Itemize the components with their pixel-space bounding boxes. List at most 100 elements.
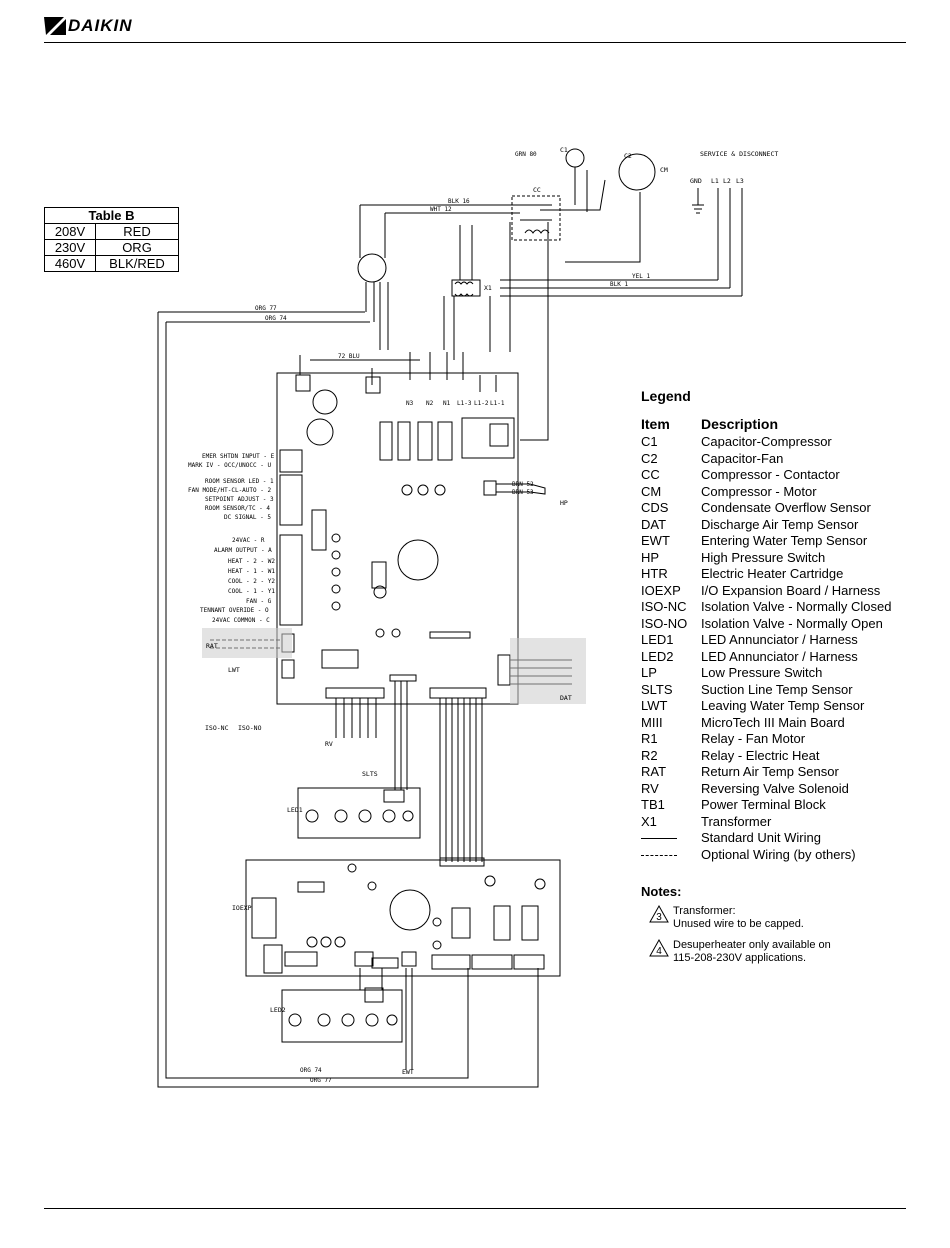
legend-item: CM: [641, 483, 662, 499]
tb-terminal-label: MARK IV - OCC/UNOCC - U: [188, 462, 271, 469]
legend-item: C1: [641, 434, 658, 449]
legend-header: Item Description: [641, 416, 911, 434]
terminal-gnd: GND: [690, 177, 702, 185]
wire-label: 72 BLU: [338, 353, 360, 360]
tb-terminal-label: COOL - 2 - Y2: [228, 578, 275, 585]
legend-desc: Isolation Valve - Normally Open: [701, 615, 883, 631]
legend-desc: LED Annunciator / Harness: [701, 648, 858, 664]
legend-item: HP: [641, 549, 660, 565]
legend-item: X1: [641, 813, 657, 829]
legend-desc: Capacitor-Compressor: [701, 434, 832, 449]
legend-desc: Relay - Electric Heat: [701, 747, 820, 763]
warning-triangle-icon: 4: [649, 939, 669, 957]
legend-desc: Discharge Air Temp Sensor: [701, 516, 859, 532]
legend-title: Legend: [641, 388, 691, 404]
legend-desc: High Pressure Switch: [701, 549, 826, 565]
note-text-line: Unused wire to be capped.: [673, 918, 804, 930]
terminal-l1: L1: [711, 177, 719, 185]
legend-item: R2: [641, 747, 658, 763]
legend-desc: LED Annunciator / Harness: [701, 632, 858, 647]
legend-row: LP Low Pressure Switch: [641, 665, 911, 682]
tb-terminal-label: COOL - 1 - Y1: [228, 588, 275, 595]
tb-terminal-label: HEAT - 2 - W2: [228, 558, 275, 565]
label-led1: LED1: [287, 806, 303, 814]
warning-triangle-icon: 3: [649, 905, 669, 923]
tb-terminal-label: ROOM SENSOR/TC - 4: [205, 505, 270, 512]
legend-desc: Low Pressure Switch: [701, 665, 823, 680]
note-4: 4 Desuperheater only available on 115-20…: [649, 939, 901, 965]
daikin-logo-icon: [44, 17, 66, 35]
relay-terminal-label: N2: [426, 400, 434, 407]
note-text-line: 115-208-230V applications.: [673, 952, 807, 964]
legend-desc: Condensate Overflow Sensor: [701, 500, 871, 515]
wire-label: BRN 52: [512, 481, 534, 488]
legend-item: ISO-NO: [641, 615, 688, 631]
tb-terminal-label: ROOM SENSOR LED - 1: [205, 478, 274, 485]
wire-label: ORG 74: [265, 315, 287, 322]
legend-standard-wiring: Standard Unit Wiring: [641, 830, 911, 847]
label-lwt: LWT: [228, 666, 240, 674]
brand-name: DAIKIN: [68, 16, 133, 35]
wire-label: ORG 77: [310, 1077, 332, 1084]
legend-row: IOEXP I/O Expansion Board / Harness: [641, 583, 911, 600]
legend-desc: I/O Expansion Board / Harness: [701, 582, 881, 598]
label-cc: CC: [533, 186, 541, 194]
legend-desc: Standard Unit Wiring: [701, 830, 821, 845]
legend-item: LP: [641, 665, 657, 680]
tb-terminal-label: ALARM OUTPUT - A: [214, 547, 272, 554]
legend-optional-wiring: Optional Wiring (by others): [641, 847, 911, 864]
notes-title: Notes:: [641, 884, 682, 899]
note-text-line: Desuperheater only available on: [673, 939, 831, 951]
label-c2: C2: [624, 152, 632, 160]
relay-terminal-label: L1-2: [474, 400, 489, 407]
label-c1: C1: [560, 146, 568, 154]
table-b-voltage: 460V: [44, 255, 96, 272]
legend-desc: Isolation Valve - Normally Closed: [701, 599, 892, 614]
terminal-l2: L2: [723, 177, 731, 185]
label-iso-no: ISO-NO: [238, 724, 262, 732]
legend-row: R2 Relay - Electric Heat: [641, 748, 911, 765]
tb-terminal-label: 24VAC COMMON - C: [212, 617, 270, 624]
table-row: 460V BLK/RED: [44, 255, 179, 272]
table-b: Table B 208V RED 230V ORG 460V BLK/RED: [44, 207, 179, 272]
legend-row: ISO-NO Isolation Valve - Normally Open: [641, 616, 911, 633]
legend-item: IOEXP: [641, 582, 681, 598]
tb-terminal-label: TENNANT OVERIDE - O: [200, 607, 269, 614]
legend-item: SLTS: [641, 681, 673, 697]
label-dat: DAT: [560, 694, 572, 702]
terminal-l3: L3: [736, 177, 744, 185]
legend-desc: Compressor - Contactor: [701, 467, 840, 482]
legend-item: LWT: [641, 698, 668, 713]
wire-label: ORG 74: [300, 1067, 322, 1074]
legend-item: MIII: [641, 714, 663, 730]
legend-desc: Entering Water Temp Sensor: [701, 533, 868, 548]
legend-desc: Relay - Fan Motor: [701, 731, 806, 746]
label-slts: SLTS: [362, 770, 378, 778]
legend-row: C1 Capacitor-Compressor: [641, 434, 911, 451]
legend-desc: Power Terminal Block: [701, 797, 826, 812]
notes: Notes: 3 Transformer: Unused wire to be …: [641, 884, 901, 973]
legend-desc-header: Description: [701, 416, 779, 432]
tb-terminal-label: FAN - G: [246, 598, 272, 605]
note-text-line: Transformer:: [673, 905, 736, 917]
legend: Legend Item Description C1 Capacitor-Comp…: [641, 388, 911, 863]
table-b-voltage: 230V: [44, 239, 96, 256]
tb-terminal-label: 24VAC - R: [232, 537, 265, 544]
svg-text:4: 4: [656, 946, 662, 957]
note-3: 3 Transformer: Unused wire to be capped.: [649, 905, 901, 931]
wire-label: GRN 80: [515, 151, 537, 158]
legend-item: RAT: [641, 764, 667, 779]
solid-line-sample: [641, 830, 701, 847]
